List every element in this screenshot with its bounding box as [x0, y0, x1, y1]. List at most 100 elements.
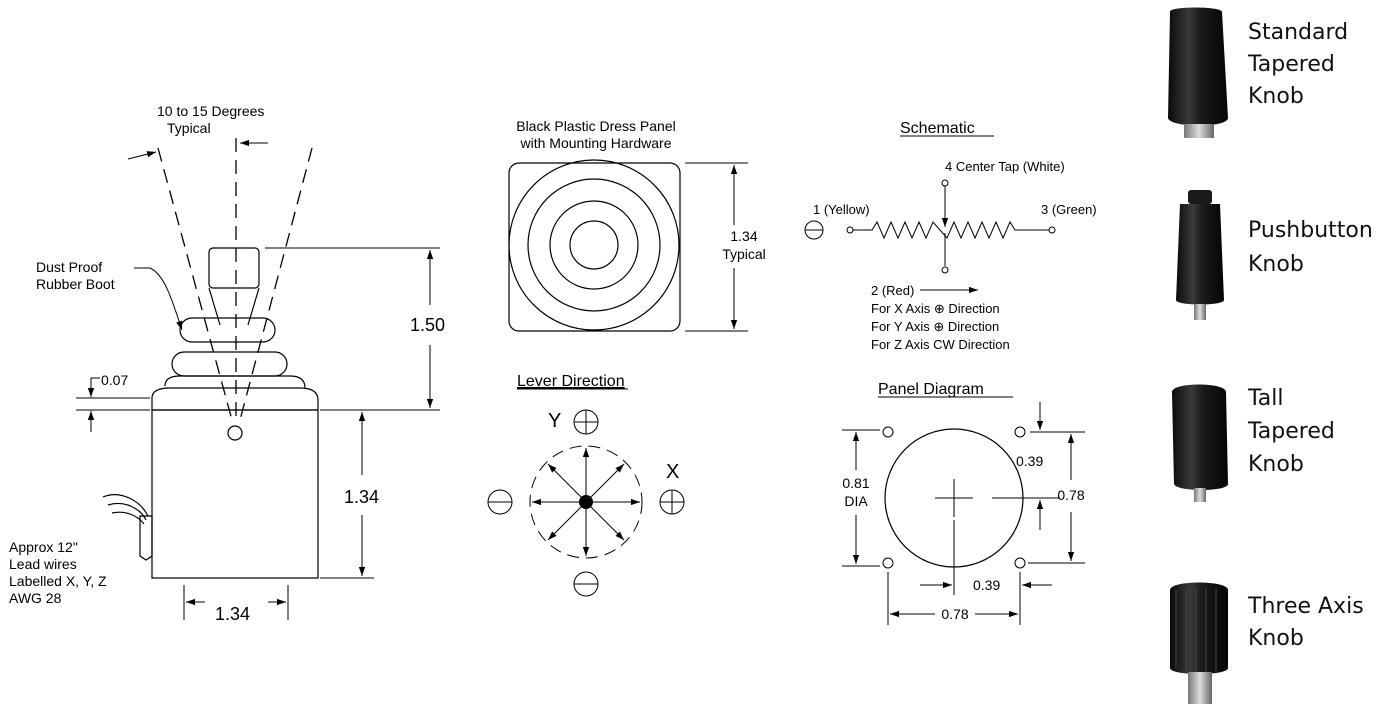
three-axis-knob-grip — [1175, 588, 1217, 673]
x-minus-symbol — [487, 489, 513, 515]
knob-1-line2: Tapered — [1247, 52, 1335, 77]
knob-4-line2: Knob — [1248, 626, 1304, 651]
knob-3-line3: Knob — [1248, 452, 1304, 477]
wires-label-line3: Labelled X, Y, Z — [9, 573, 107, 589]
boot-label-line2: Rubber Boot — [36, 276, 115, 292]
knob-tall-tapered: Tall Tapered Knob — [1172, 384, 1335, 502]
lever-arrow-sw — [547, 506, 582, 541]
rubber-boot-lower — [164, 375, 306, 389]
tall-tapered-knob-shaft — [1194, 488, 1206, 502]
mount-hole-br — [1014, 557, 1026, 569]
joystick-body — [151, 409, 319, 579]
angle-arrow-left — [127, 151, 157, 160]
dim-078-b-value: 0.78 — [941, 606, 968, 622]
pin4-terminal — [941, 179, 949, 187]
schematic-title: Schematic — [900, 120, 975, 137]
dia-label: DIA — [844, 493, 868, 509]
dress-panel-title-line1: Black Plastic Dress Panel — [516, 118, 676, 134]
three-axis-knob-shaft — [1188, 672, 1212, 704]
schematic-note-x: For X Axis ⊕ Direction — [871, 301, 1000, 316]
wire-sleeve — [139, 515, 153, 561]
pin2-terminal — [941, 266, 949, 274]
lever-direction-circle — [529, 445, 643, 559]
dim-body-width-value: 1.34 — [215, 604, 250, 624]
knob-4-line1: Three Axis — [1247, 594, 1364, 619]
lever-arrow-se — [590, 506, 625, 541]
dim-039-a-value: 0.39 — [1016, 453, 1043, 469]
dress-panel-ring-1 — [508, 159, 680, 331]
schematic-note-z: For Z Axis CW Direction — [871, 337, 1010, 352]
pivot-hole — [227, 425, 243, 441]
schematic-note-y: For Y Axis ⊕ Direction — [871, 319, 999, 334]
potentiometer-resistor — [853, 220, 1049, 240]
schematic-pin1: 1 (Yellow) — [813, 202, 870, 217]
dress-dim-value: 1.34 — [730, 228, 757, 244]
mount-hole-bl — [882, 557, 894, 569]
pushbutton-cap — [1188, 190, 1212, 204]
mount-hole-tl — [882, 426, 894, 438]
knob-3-line1: Tall — [1247, 386, 1284, 411]
schematic-view: Schematic 4 Center Tap (White) 1 (Yellow… — [804, 120, 1097, 352]
lever-shaft — [208, 287, 260, 326]
x-plus-symbol — [659, 489, 685, 515]
wires-label-line1: Approx 12" — [9, 539, 78, 555]
rubber-boot-upper — [179, 317, 276, 343]
schematic-pin2: 2 (Red) — [871, 283, 914, 298]
dress-panel-ring-2 — [527, 178, 661, 312]
lead-wires — [102, 494, 149, 525]
lever-tilt-left-line — [157, 147, 233, 421]
boot-leader-line — [134, 267, 183, 331]
boot-base-plate — [151, 387, 319, 411]
dim-039-b-value: 0.39 — [973, 577, 1000, 593]
lever-handle — [208, 247, 260, 289]
rubber-boot-middle — [171, 351, 288, 377]
joystick-side-view: 10 to 15 Degrees Typical Dust Proof Rubb… — [9, 103, 445, 624]
lever-center-dot — [579, 495, 593, 509]
y-plus-symbol — [573, 409, 599, 435]
dim-078-a-value: 0.78 — [1057, 487, 1084, 503]
dress-dim-note: Typical — [722, 246, 766, 262]
wires-label-line2: Lead wires — [9, 556, 77, 572]
panel-diagram-view: Panel Diagram 0.81 DIA 0.39 0.78 0.39 — [842, 381, 1085, 625]
wires-label-line4: AWG 28 — [9, 590, 62, 606]
lever-arrow-nw — [547, 463, 582, 498]
lever-tilt-right-line — [239, 147, 313, 421]
dim-body-height-value: 1.34 — [344, 487, 379, 507]
dim-007-value: 0.07 — [101, 372, 128, 388]
boot-label-line1: Dust Proof — [36, 259, 102, 275]
panel-diagram-title: Panel Diagram — [878, 381, 984, 398]
dress-panel-ring-3 — [549, 200, 639, 290]
knob-standard-tapered: Standard Tapered Knob — [1168, 7, 1348, 138]
schematic-minus-symbol — [804, 220, 824, 240]
knob-pushbutton: Pushbutton Knob — [1176, 190, 1373, 320]
knob-3-line2: Tapered — [1247, 419, 1335, 444]
knob-1-line3: Knob — [1248, 84, 1304, 109]
dress-panel-title-line2: with Mounting Hardware — [520, 135, 672, 151]
y-minus-symbol — [573, 571, 599, 597]
knob-2-line2: Knob — [1248, 252, 1304, 277]
schematic-pin4: 4 Center Tap (White) — [945, 159, 1065, 174]
dim-150-value: 1.50 — [410, 315, 445, 335]
lever-arrow-ne — [590, 463, 625, 498]
y-axis-label: Y — [548, 410, 561, 432]
pushbutton-knob-image — [1176, 204, 1224, 305]
standard-tapered-knob-image — [1168, 7, 1228, 126]
dress-panel-view: Black Plastic Dress Panel with Mounting … — [508, 118, 766, 332]
mount-hole-tr — [1014, 426, 1026, 438]
angle-label-line1: 10 to 15 Degrees — [157, 103, 264, 119]
standard-knob-shaft — [1184, 124, 1214, 138]
knob-three-axis: Three Axis Knob — [1170, 582, 1364, 704]
pin1-terminal — [846, 226, 854, 234]
lever-direction-title: Lever Direction — [517, 373, 625, 390]
lever-direction-view: Lever Direction Y X — [487, 373, 685, 597]
three-axis-knob-image — [1170, 582, 1228, 674]
tall-tapered-knob-image — [1172, 384, 1228, 490]
knob-1-line1: Standard — [1248, 20, 1348, 45]
schematic-pin3: 3 (Green) — [1041, 202, 1097, 217]
pushbutton-knob-shaft — [1194, 304, 1206, 320]
angle-label-line2: Typical — [167, 120, 211, 136]
knob-2-line1: Pushbutton — [1248, 218, 1373, 243]
x-axis-label: X — [666, 461, 679, 483]
dia-value: 0.81 — [842, 475, 869, 491]
